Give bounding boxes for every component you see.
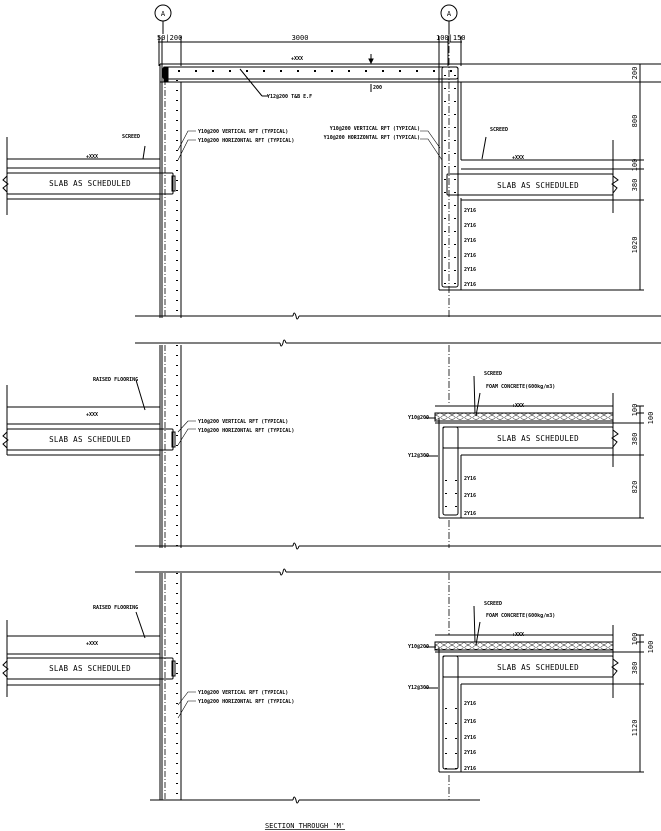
s3-right-level: +XXX [512, 632, 524, 638]
s2-right-slab-label: SLAB AS SCHEDULED [497, 434, 579, 443]
s1-dim-4: 380 [631, 179, 639, 192]
section1-left-slab [2, 137, 176, 215]
s2-dim-1: 100 [631, 404, 639, 417]
s3-bar-5: 2Y16 [464, 766, 476, 772]
s2-bar-link: Y12@300 [408, 453, 429, 459]
s1-left-screed: SCREED [122, 134, 140, 140]
s3-bar-1: 2Y16 [464, 701, 476, 707]
s1-bar-3: 2Y16 [464, 238, 476, 244]
s2-left-wall-vertical: Y10@200 VERTICAL RFT (TYPICAL) [198, 419, 288, 425]
s3-right-slab-label: SLAB AS SCHEDULED [497, 663, 579, 672]
s3-left-wall-vertical: Y10@200 VERTICAL RFT (TYPICAL) [198, 690, 288, 696]
s1-dim-5: 1020 [631, 237, 639, 254]
s2-bar-top: Y10@200 [408, 415, 429, 421]
section2-left-slab [2, 379, 176, 456]
s1-right-screed: SCREED [490, 127, 508, 133]
section2-right-dims [636, 405, 644, 519]
dim-span: 3000 [292, 34, 309, 42]
s2-left-wall-horizontal: Y10@200 HORIZONTAL RFT (TYPICAL) [198, 428, 294, 434]
s1-bar-1: 2Y16 [464, 208, 476, 214]
s3-left-wall-horizontal: Y10@200 HORIZONTAL RFT (TYPICAL) [198, 699, 294, 705]
section1-right-slab [446, 136, 639, 213]
s1-right-level: +XXX [512, 155, 524, 161]
s3-bar-3: 2Y16 [464, 735, 476, 741]
s3-screed: SCREED [484, 601, 502, 607]
s2-dim-3: 380 [631, 433, 639, 446]
s3-dim-4: 1120 [631, 720, 639, 737]
s1-left-level: +XXX [86, 154, 98, 160]
s2-left-level: +XXX [86, 412, 98, 418]
s1-right-wall-horizontal: Y10@200 HORIZONTAL RFT (TYPICAL) [324, 135, 420, 141]
s2-foam: FOAM CONCRETE(600kg/m3) [486, 384, 555, 390]
roof-level: +XXX [291, 56, 303, 62]
s3-dim-2: 100 [647, 641, 655, 654]
grid-label-left: A [161, 10, 166, 18]
roof-rebar-label: Y12@200 T&B E.F [267, 94, 312, 100]
s3-dim-1: 100 [631, 633, 639, 646]
s2-bar-3: 2Y16 [464, 511, 476, 517]
break-line-bottom [150, 796, 480, 804]
left-wall [159, 64, 182, 800]
break-lines-1 [135, 312, 661, 347]
s2-left-slab-label: SLAB AS SCHEDULED [49, 435, 131, 444]
s3-left-level: +XXX [86, 641, 98, 647]
right-wall-upper [438, 34, 639, 800]
s1-left-slab-label: SLAB AS SCHEDULED [49, 179, 131, 188]
break-lines-2 [135, 542, 661, 576]
s2-right-level: +XXX [512, 403, 524, 409]
leader-lines [177, 130, 443, 719]
s1-right-wall-vertical: Y10@200 VERTICAL RFT (TYPICAL) [330, 126, 420, 132]
s1-left-wall-horizontal: Y10@200 HORIZONTAL RFT (TYPICAL) [198, 138, 294, 144]
s3-dim-3: 380 [631, 662, 639, 675]
section1-right-dims [636, 64, 644, 291]
s2-dim-4: 820 [631, 481, 639, 494]
s3-foam: FOAM CONCRETE(600kg/m3) [486, 613, 555, 619]
dim-left: 50|200 [157, 34, 182, 42]
s1-dim-2: 800 [631, 115, 639, 128]
s3-bar-2: 2Y16 [464, 719, 476, 725]
s3-bar-4: 2Y16 [464, 750, 476, 756]
s1-dim-1: 200 [631, 67, 639, 80]
s2-bar-1: 2Y16 [464, 476, 476, 482]
s1-dim-3: 100 [631, 159, 639, 172]
s2-bar-2: 2Y16 [464, 493, 476, 499]
section3-left-slab [2, 611, 176, 697]
s2-raised-flooring: RAISED FLOORING [93, 377, 138, 383]
top-dimension [158, 36, 462, 66]
s1-bar-6: 2Y16 [464, 282, 476, 288]
dim-right: 100|150 [436, 34, 466, 42]
section3-right-slab [425, 605, 639, 773]
grid-label-right: A [447, 10, 452, 18]
s1-bar-5: 2Y16 [464, 267, 476, 273]
s1-bar-4: 2Y16 [464, 253, 476, 259]
roof-thickness: 200 [373, 85, 382, 91]
s3-bar-link: Y12@300 [408, 685, 429, 691]
s1-left-wall-vertical: Y10@200 VERTICAL RFT (TYPICAL) [198, 129, 288, 135]
roof-slab [160, 54, 661, 97]
s2-dim-2: 100 [647, 412, 655, 425]
grid-bubble-right [440, 4, 458, 34]
s1-right-slab-label: SLAB AS SCHEDULED [497, 181, 579, 190]
s3-left-slab-label: SLAB AS SCHEDULED [49, 664, 131, 673]
s1-bar-2: 2Y16 [464, 223, 476, 229]
section2-right-slab [425, 375, 639, 519]
drawing-title: SECTION THROUGH 'M' [265, 822, 345, 830]
s3-raised-flooring: RAISED FLOORING [93, 605, 138, 611]
section3-right-dims [636, 634, 644, 773]
s2-screed: SCREED [484, 371, 502, 377]
s3-bar-top: Y10@200 [408, 644, 429, 650]
grid-bubble-left [154, 4, 172, 34]
